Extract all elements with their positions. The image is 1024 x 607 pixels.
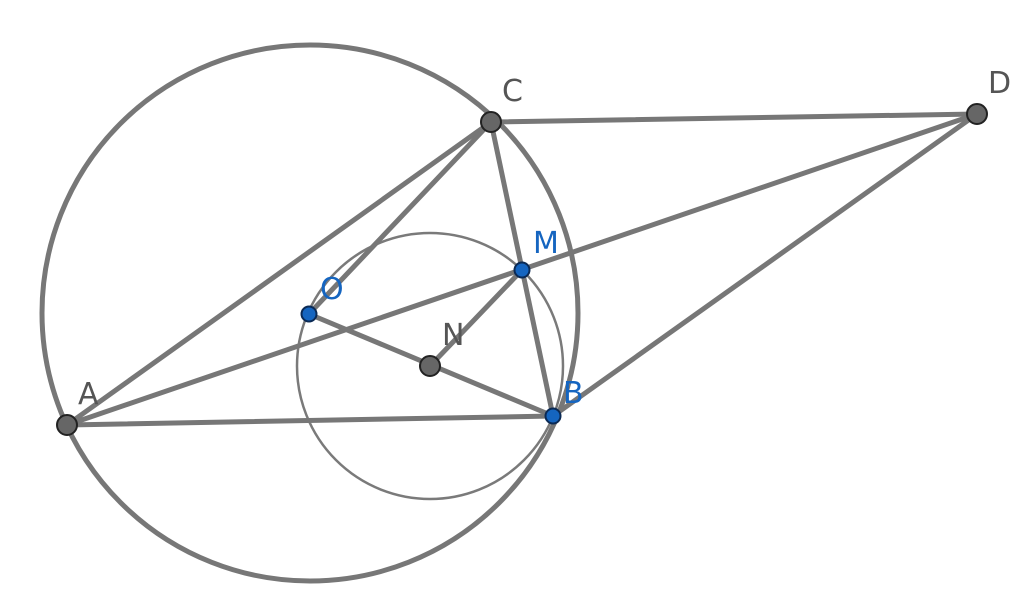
segment-co: [306, 119, 494, 317]
segment-mn: [427, 267, 525, 369]
circle-n: [295, 231, 565, 501]
label-a: A: [78, 377, 99, 412]
point-o: [300, 305, 318, 323]
point-c: [480, 111, 502, 133]
label-o: O: [320, 272, 344, 307]
point-b: [544, 407, 562, 425]
segment-ac: [64, 119, 494, 428]
label-b: B: [563, 376, 584, 411]
point-a: [56, 414, 78, 436]
segment-db: [550, 111, 980, 419]
label-c: C: [502, 74, 523, 109]
segment-cd: [488, 111, 980, 125]
point-m: [513, 261, 531, 279]
point-d: [966, 103, 988, 125]
circumcircle: [39, 42, 581, 584]
point-n: [419, 355, 441, 377]
label-m: M: [533, 226, 559, 261]
label-n: N: [442, 318, 464, 353]
label-d: D: [988, 66, 1011, 101]
segment-ab: [64, 413, 556, 428]
